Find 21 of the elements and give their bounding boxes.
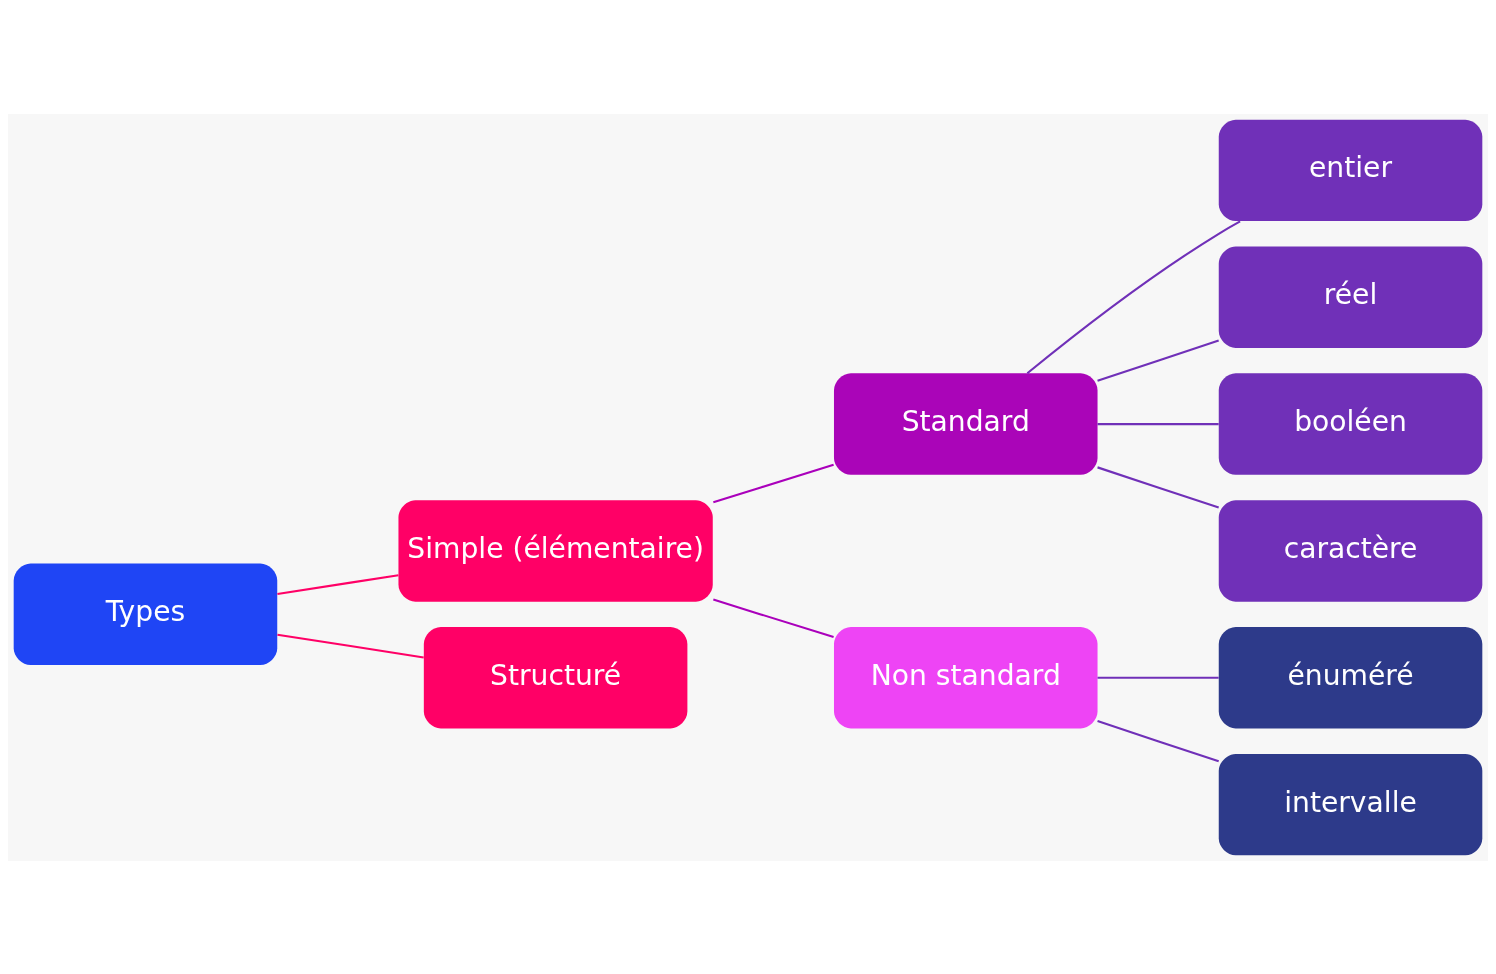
node-box: intervalle xyxy=(1218,753,1483,855)
node-box: énuméré xyxy=(1218,626,1483,728)
connector xyxy=(1097,465,1219,509)
node-box: caractère xyxy=(1218,499,1483,602)
node-box: entier xyxy=(1218,119,1483,221)
connector xyxy=(1097,676,1219,679)
node-box: Structuré xyxy=(423,626,688,728)
connector xyxy=(1026,219,1241,374)
connector xyxy=(277,633,424,658)
node-box: Standard xyxy=(834,372,1098,475)
connector xyxy=(1097,719,1219,762)
connector xyxy=(713,463,834,503)
connector xyxy=(1097,339,1219,382)
connector xyxy=(277,573,399,595)
node-box: Types xyxy=(13,563,278,665)
node-box: réel xyxy=(1218,246,1483,348)
node-box: Non standard xyxy=(834,626,1098,728)
node-box: booléen xyxy=(1218,372,1483,475)
connector xyxy=(713,598,834,638)
node-box: Simple (élémentaire) xyxy=(398,499,713,602)
connector xyxy=(1097,422,1219,425)
